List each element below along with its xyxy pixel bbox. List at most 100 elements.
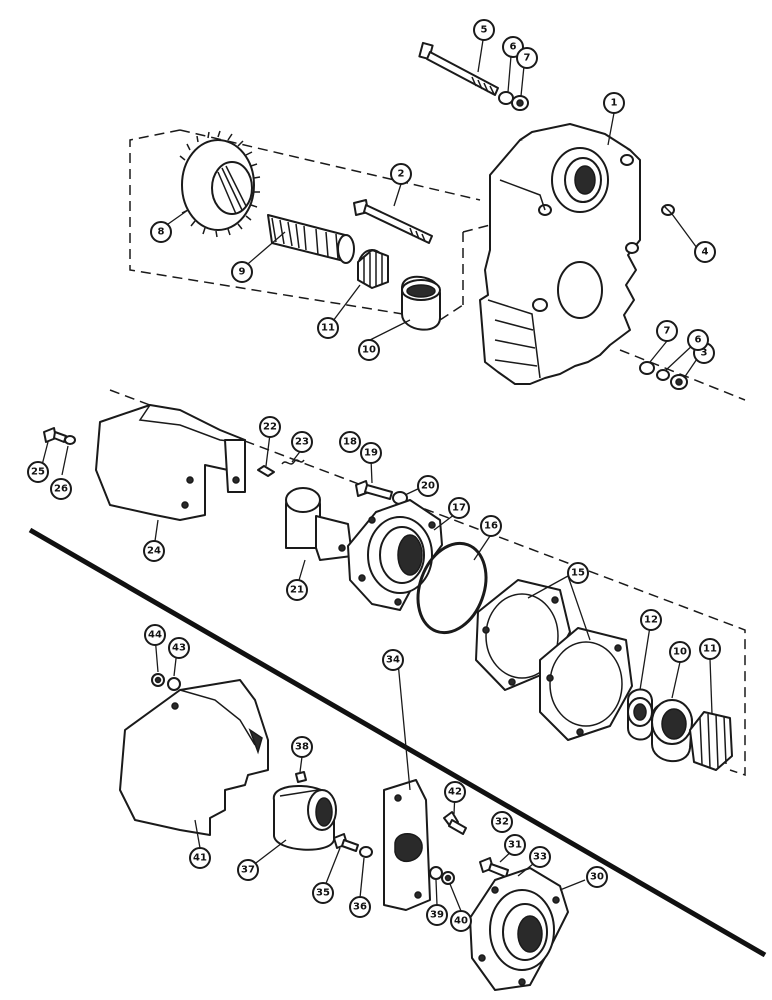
callout-18: 18 (339, 431, 361, 453)
svg-text:39: 39 (430, 910, 444, 921)
callout-17: 17 (448, 497, 470, 519)
svg-text:20: 20 (421, 481, 435, 492)
svg-text:11: 11 (703, 644, 717, 655)
washer-part-26 (64, 435, 76, 445)
svg-text:19: 19 (364, 448, 378, 459)
seal-part-12 (627, 688, 653, 741)
callout-36: 36 (349, 896, 371, 918)
svg-text:41: 41 (193, 853, 207, 864)
callout-6-right: 6 (687, 329, 709, 351)
svg-text:35: 35 (316, 888, 330, 899)
svg-text:11: 11 (321, 323, 335, 334)
callout-34: 34 (382, 649, 404, 671)
adapter-plate-part-34 (383, 779, 431, 911)
callout-23: 23 (291, 431, 313, 453)
svg-text:42: 42 (448, 787, 462, 798)
callout-19: 19 (360, 442, 382, 464)
svg-text:33: 33 (533, 852, 547, 863)
svg-text:22: 22 (263, 422, 277, 433)
callout-24: 24 (143, 540, 165, 562)
shield-part-41 (119, 679, 269, 836)
callout-41: 41 (189, 847, 211, 869)
bolt-part-5 (418, 41, 499, 96)
svg-text:10: 10 (673, 647, 687, 658)
callout-22: 22 (259, 416, 281, 438)
gearbox-housing-part-1 (479, 123, 641, 385)
callout-33: 33 (529, 846, 551, 868)
svg-text:34: 34 (386, 655, 400, 666)
svg-text:44: 44 (148, 630, 162, 641)
callout-9: 9 (231, 261, 253, 283)
svg-text:30: 30 (590, 872, 604, 883)
svg-text:21: 21 (290, 585, 304, 596)
svg-text:17: 17 (452, 503, 466, 514)
svg-text:38: 38 (295, 742, 309, 753)
callout-2: 2 (390, 163, 412, 185)
section-divider-line (28, 527, 767, 958)
callout-30: 30 (586, 866, 608, 888)
callout-25: 25 (27, 461, 49, 483)
callout-35: 35 (312, 882, 334, 904)
svg-text:18: 18 (343, 437, 357, 448)
svg-text:2: 2 (398, 169, 405, 180)
bearing-housing-part-30 (469, 867, 569, 991)
washer-part-36 (359, 846, 373, 858)
washer-part-43 (167, 677, 181, 691)
bolt-part-42 (443, 811, 467, 835)
o-ring-part-16 (416, 541, 488, 635)
bolt-part-35 (333, 833, 359, 852)
callout-26: 26 (50, 478, 72, 500)
callout-10-lower: 10 (669, 641, 691, 663)
svg-text:16: 16 (484, 521, 498, 532)
callout-43: 43 (168, 637, 190, 659)
plug-part-4 (661, 204, 675, 216)
bolt-part-19 (355, 480, 393, 500)
gasket-part-15 (475, 579, 633, 741)
bearing-cup-part-10-upper (401, 275, 441, 331)
svg-text:6: 6 (510, 42, 517, 53)
bolt-part-31 (479, 857, 509, 878)
callout-21: 21 (286, 579, 308, 601)
svg-text:9: 9 (239, 267, 246, 278)
callout-20: 20 (417, 475, 439, 497)
svg-text:15: 15 (571, 568, 585, 579)
svg-text:37: 37 (241, 865, 255, 876)
callout-4: 4 (694, 241, 716, 263)
callout-11-lower: 11 (699, 638, 721, 660)
bearing-cup-part-10-lower (651, 699, 693, 763)
callout-32: 32 (491, 811, 513, 833)
callout-44: 44 (144, 624, 166, 646)
svg-text:31: 31 (508, 840, 522, 851)
callout-10-upper: 10 (358, 339, 380, 361)
screw-part-38 (295, 771, 307, 783)
bearing-cone-part-11-upper (357, 249, 389, 289)
svg-text:7: 7 (524, 53, 531, 64)
washer-part-6-right (656, 369, 670, 381)
callout-8: 8 (150, 221, 172, 243)
callout-39: 39 (426, 904, 448, 926)
svg-text:32: 32 (495, 817, 509, 828)
svg-text:4: 4 (702, 247, 709, 258)
washer-part-6-top (498, 91, 514, 105)
callout-16: 16 (480, 515, 502, 537)
callout-40: 40 (450, 910, 472, 932)
callout-15: 15 (567, 562, 589, 584)
svg-text:24: 24 (147, 546, 161, 557)
svg-text:43: 43 (172, 643, 186, 654)
bearing-cone-part-11-lower (689, 711, 733, 771)
washer-part-7-right (639, 361, 655, 375)
gear-part-8 (179, 130, 261, 238)
callout-11-upper: 11 (317, 317, 339, 339)
svg-text:5: 5 (481, 25, 488, 36)
callout-38: 38 (291, 736, 313, 758)
callout-42: 42 (444, 781, 466, 803)
shield-part-24 (95, 404, 246, 521)
callout-5: 5 (473, 19, 495, 41)
callout-1: 1 (603, 92, 625, 114)
callout-37: 37 (237, 859, 259, 881)
bearing-housing-part-17 (347, 499, 443, 611)
svg-text:36: 36 (353, 902, 367, 913)
svg-text:26: 26 (54, 484, 68, 495)
callout-12: 12 (640, 609, 662, 631)
